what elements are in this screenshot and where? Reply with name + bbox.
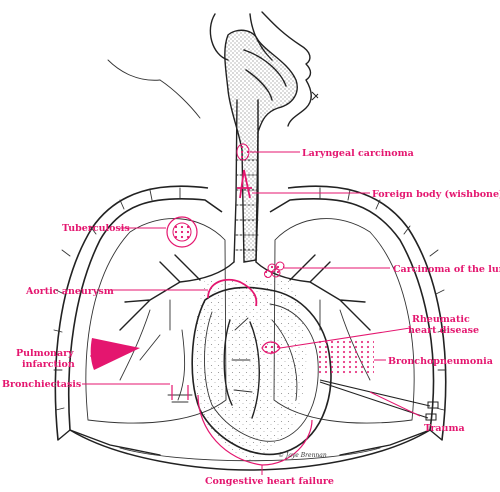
- bronchiectasis-lesion: [171, 385, 189, 400]
- laryngeal-carcinoma-lesion: [236, 143, 250, 161]
- heart: [191, 286, 332, 456]
- tuberculosis-lesion: [166, 216, 198, 248]
- label-infarction: infarction: [22, 359, 75, 370]
- label-laryngeal-carcinoma: Laryngeal carcinoma: [302, 148, 414, 159]
- label-rheumatic: Rheumatic: [412, 314, 470, 325]
- pulmonary-infarction-wedge: [90, 338, 140, 370]
- chf-outline: [197, 394, 313, 466]
- label-foreign-body: Foreign body (wishbone): [372, 189, 500, 200]
- rheumatic-lesion: [261, 341, 281, 354]
- bronchopneumonia-area: [318, 340, 374, 376]
- label-bronchiectasis: Bronchiectasis: [2, 379, 81, 390]
- label-pulmonary: Pulmonary: [16, 348, 74, 359]
- label-carcinoma-of-the-lung: Carcinoma of the lung: [393, 264, 500, 275]
- lung-carcinoma-lesion: [264, 261, 285, 278]
- label-heart-disease: heart disease: [408, 325, 479, 336]
- aortic-aneurysm-lesion: [207, 278, 258, 307]
- label-congestive-heart-failure: Congestive heart failure: [205, 476, 334, 487]
- artist-signature: © Jaye Brennan: [278, 452, 327, 459]
- label-trauma: Trauma: [424, 423, 465, 434]
- label-bronchopneumonia: Bronchopneumonia: [388, 356, 493, 367]
- label-aortic-aneurysm: Aortic aneurysm: [25, 286, 114, 297]
- leader-lines: [82, 151, 421, 475]
- wishbone-foreign-body: [237, 169, 252, 199]
- airway: [224, 29, 319, 263]
- trauma-knife: [319, 379, 439, 421]
- label-tuberculosis: Tuberculosis: [62, 223, 130, 234]
- mediastinum-stipple: [194, 280, 307, 460]
- head-profile: [107, 11, 312, 127]
